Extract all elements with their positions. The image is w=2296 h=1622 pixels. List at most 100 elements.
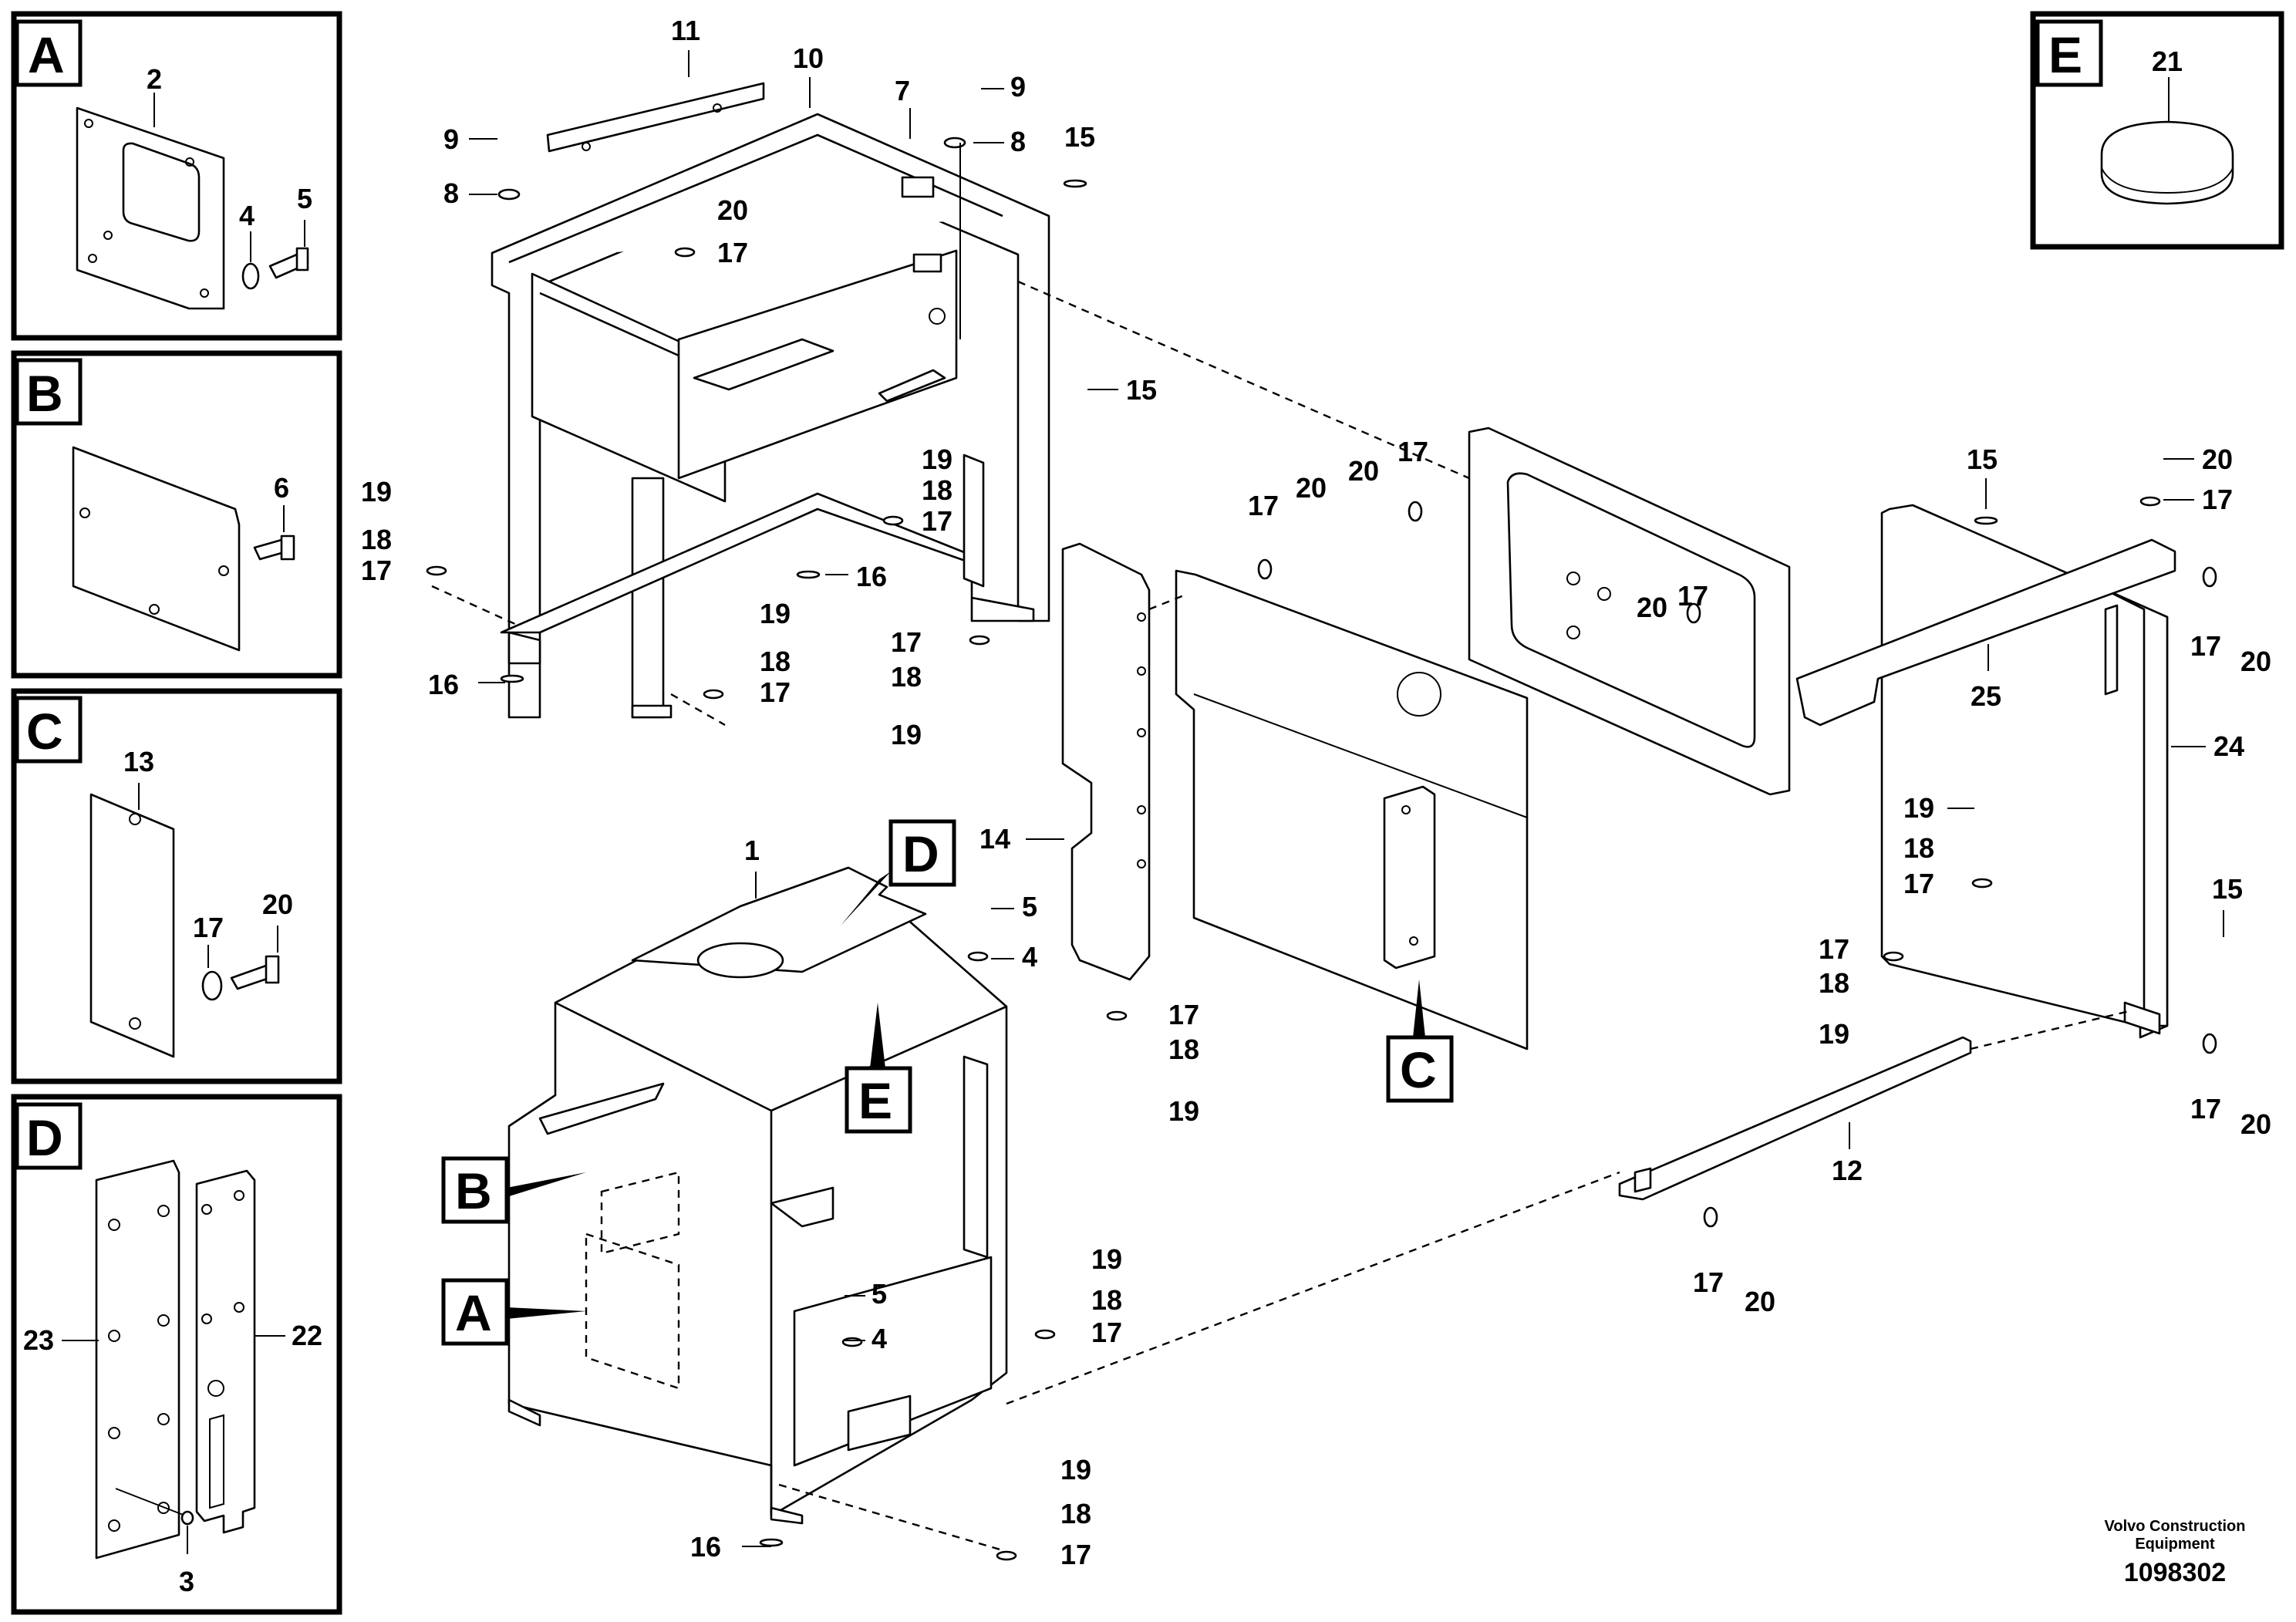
svg-text:4: 4	[872, 1323, 887, 1354]
svg-text:17: 17	[922, 505, 952, 537]
panel-c-part-20: 20	[262, 889, 293, 920]
panel-e-part-21: 21	[2152, 46, 2183, 77]
panel-letter-c: C	[26, 703, 63, 760]
svg-text:18: 18	[922, 474, 952, 506]
svg-text:19: 19	[1060, 1454, 1091, 1485]
svg-text:A: A	[455, 1284, 492, 1341]
svg-text:11: 11	[671, 15, 700, 46]
part-labels: 11 10 7 9 8 15 9 8 20 17 15 19 18 17 16 …	[361, 15, 2271, 1570]
svg-text:9: 9	[443, 123, 459, 155]
panel-a-part-4: 4	[239, 200, 255, 231]
svg-text:5: 5	[872, 1278, 887, 1310]
company-name-line2: Equipment	[2135, 1536, 2215, 1553]
panel-a-part-5: 5	[297, 183, 312, 214]
upper-frame-assembly	[491, 82, 1050, 719]
svg-text:20: 20	[1637, 592, 1667, 623]
svg-text:18: 18	[760, 646, 791, 677]
svg-text:19: 19	[922, 443, 952, 475]
svg-text:18: 18	[1903, 832, 1934, 864]
svg-text:8: 8	[1010, 126, 1026, 157]
callout-d: D	[841, 819, 956, 926]
right-frame	[1795, 504, 2176, 1039]
svg-text:17: 17	[1903, 868, 1934, 899]
svg-text:18: 18	[1091, 1284, 1122, 1316]
callout-b: B	[441, 1156, 586, 1224]
rear-panel	[1468, 427, 1791, 796]
svg-text:C: C	[1400, 1041, 1437, 1098]
svg-text:17: 17	[1693, 1266, 1724, 1298]
svg-text:12: 12	[1832, 1155, 1863, 1186]
bottom-bar-12	[1618, 1036, 1972, 1201]
svg-text:20: 20	[1745, 1286, 1775, 1317]
svg-text:9: 9	[1010, 71, 1026, 103]
svg-text:10: 10	[793, 42, 824, 74]
detail-panel-a: A 2 4 5	[11, 11, 342, 341]
svg-text:17: 17	[1677, 580, 1708, 612]
svg-text:B: B	[455, 1162, 492, 1219]
svg-text:24: 24	[2213, 730, 2244, 762]
callout-c: C	[1386, 980, 1454, 1103]
svg-text:D: D	[902, 825, 939, 882]
svg-text:15: 15	[2212, 873, 2243, 905]
svg-text:18: 18	[1819, 967, 1849, 999]
panel-d-part-22: 22	[292, 1320, 322, 1351]
drawing-number: 1098302	[2124, 1558, 2226, 1587]
svg-text:19: 19	[1903, 792, 1934, 824]
panel-letter-e: E	[2048, 26, 2082, 83]
side-bracket-14	[1061, 542, 1151, 981]
panel-c-part-17: 17	[193, 912, 224, 943]
svg-text:17: 17	[2202, 484, 2233, 515]
svg-text:18: 18	[1060, 1498, 1091, 1529]
svg-text:20: 20	[2240, 1108, 2271, 1140]
svg-text:14: 14	[979, 823, 1010, 855]
svg-text:20: 20	[2240, 646, 2271, 677]
panel-b-part-6: 6	[274, 472, 289, 504]
svg-text:17: 17	[760, 676, 791, 708]
svg-text:20: 20	[2202, 443, 2233, 475]
callout-e: E	[845, 1003, 912, 1134]
svg-text:5: 5	[1022, 891, 1037, 922]
center-plate	[1175, 569, 1529, 1050]
svg-text:16: 16	[856, 561, 887, 592]
svg-text:15: 15	[1967, 443, 1998, 475]
svg-text:19: 19	[760, 598, 791, 629]
company-name-line1: Volvo Construction	[2105, 1518, 2246, 1535]
svg-text:16: 16	[690, 1531, 721, 1563]
svg-text:17: 17	[891, 626, 922, 658]
svg-text:17: 17	[1060, 1539, 1091, 1570]
main-base-frame	[507, 866, 1008, 1525]
panel-letter-a: A	[28, 26, 65, 83]
svg-text:19: 19	[891, 719, 922, 750]
detail-panel-c: C 13 17 20	[11, 688, 342, 1084]
svg-text:17: 17	[1248, 490, 1279, 521]
svg-text:18: 18	[891, 661, 922, 693]
svg-text:17: 17	[2190, 1093, 2221, 1125]
svg-text:17: 17	[717, 237, 748, 268]
svg-text:19: 19	[1168, 1095, 1199, 1127]
svg-text:17: 17	[1091, 1317, 1122, 1348]
assembly-lines	[431, 280, 2133, 1552]
svg-text:20: 20	[717, 194, 748, 226]
panel-letter-b: B	[26, 365, 63, 422]
detail-panel-b: B 6	[11, 350, 342, 679]
svg-text:17: 17	[2190, 630, 2221, 662]
panel-d-part-3: 3	[179, 1566, 194, 1597]
svg-text:4: 4	[1022, 941, 1037, 973]
detail-panel-d: D 23 22 3	[11, 1094, 342, 1615]
svg-text:20: 20	[1296, 472, 1327, 504]
svg-text:19: 19	[1091, 1243, 1122, 1275]
svg-text:8: 8	[443, 177, 459, 209]
svg-text:17: 17	[1168, 999, 1199, 1030]
panel-c-part-13: 13	[123, 746, 154, 777]
svg-text:17: 17	[1819, 933, 1849, 965]
svg-text:15: 15	[1064, 121, 1095, 153]
panel-d-part-23: 23	[23, 1324, 54, 1356]
svg-text:25: 25	[1971, 680, 2001, 712]
svg-text:7: 7	[895, 75, 910, 106]
svg-text:20: 20	[1348, 455, 1379, 487]
svg-text:E: E	[858, 1072, 892, 1129]
svg-text:16: 16	[428, 669, 459, 700]
panel-a-part-2: 2	[147, 63, 162, 95]
svg-text:1: 1	[744, 835, 760, 866]
